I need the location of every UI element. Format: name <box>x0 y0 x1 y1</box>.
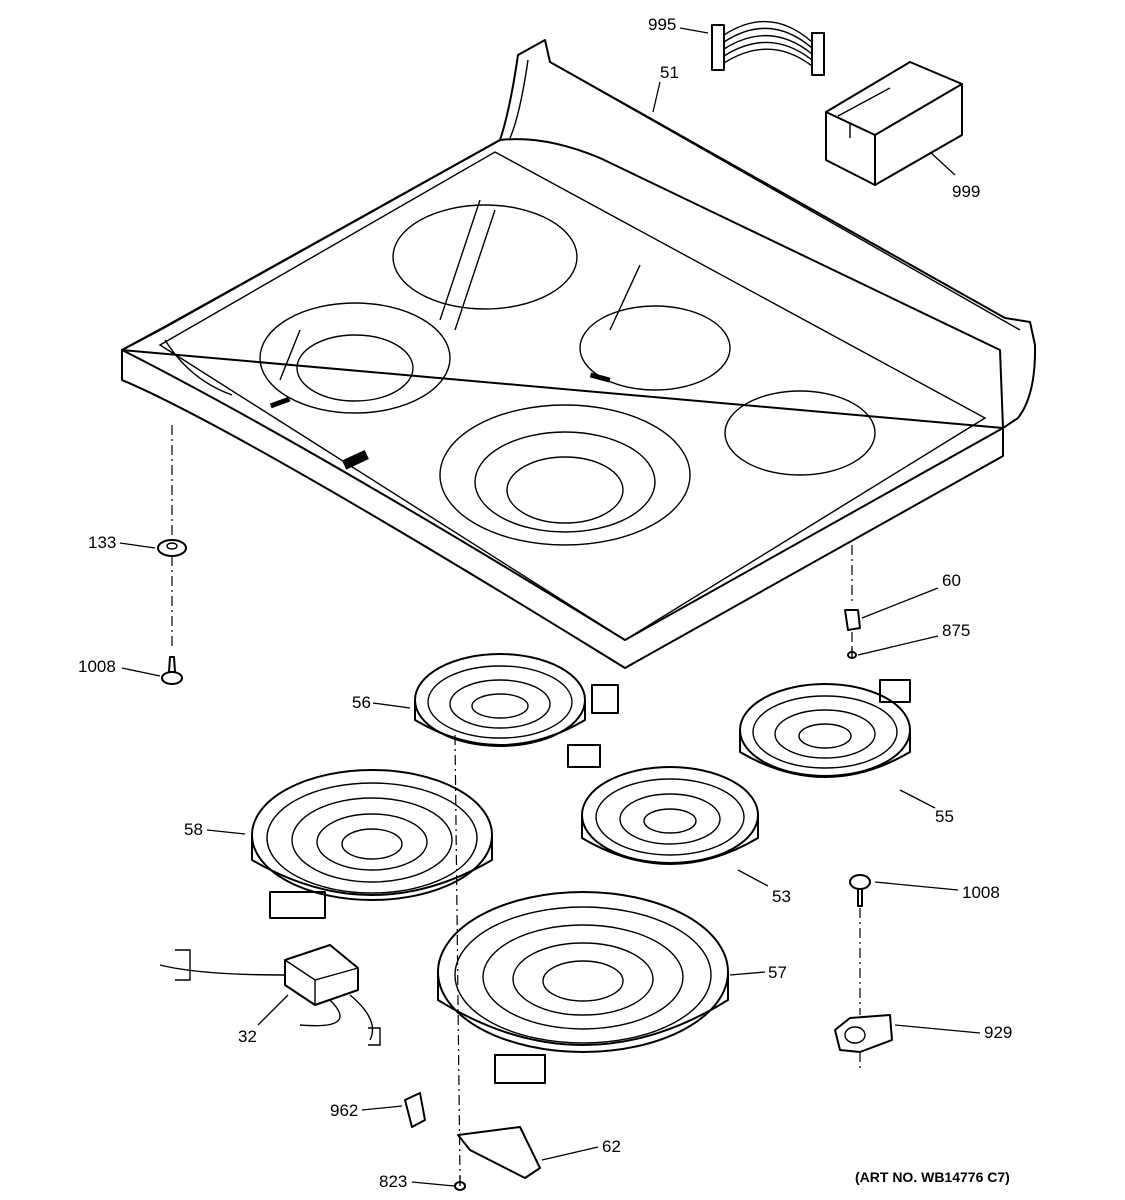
terminal-block-32 <box>159 944 381 1046</box>
screw-823 <box>454 1176 466 1191</box>
callout-875: 875 <box>942 621 970 640</box>
bracket-62 <box>457 1126 541 1179</box>
callout-823: 823 <box>379 1172 407 1191</box>
callout-32: 32 <box>238 1027 257 1046</box>
screw-875 <box>847 648 857 659</box>
callout-53: 53 <box>772 887 791 906</box>
surface-element-55 <box>739 679 911 778</box>
grommet-133 <box>157 539 187 557</box>
assembly-line-center <box>454 734 461 1179</box>
callout-56: 56 <box>352 693 371 712</box>
switch-929 <box>834 1014 893 1053</box>
wire-harness-995 <box>711 20 825 76</box>
callout-51: 51 <box>660 63 679 82</box>
cooktop-glass <box>121 39 1037 669</box>
callout-929: 929 <box>984 1023 1012 1042</box>
surface-element-56 <box>414 653 619 747</box>
callout-62: 62 <box>602 1137 621 1156</box>
callout-60: 60 <box>942 571 961 590</box>
callout-57: 57 <box>768 963 787 982</box>
literature-box-999 <box>825 61 963 186</box>
screw-1008-left <box>161 656 183 685</box>
callout-58: 58 <box>184 820 203 839</box>
screw-1008-right <box>849 874 871 907</box>
surface-element-53 <box>567 744 759 865</box>
callout-999: 999 <box>952 182 980 201</box>
callouts: 995 51 999 133 1008 60 875 56 55 58 53 1… <box>78 15 1012 1191</box>
callout-133: 133 <box>88 533 116 552</box>
art-number: (ART NO. WB14776 C7) <box>855 1169 1010 1185</box>
surface-element-57 <box>437 891 729 1084</box>
callout-995: 995 <box>648 15 676 34</box>
callout-55: 55 <box>935 807 954 826</box>
clip-60 <box>844 609 861 631</box>
clip-962 <box>404 1092 426 1128</box>
surface-element-58 <box>251 769 493 919</box>
callout-962: 962 <box>330 1101 358 1120</box>
callout-1008-right: 1008 <box>962 883 1000 902</box>
callout-1008-left: 1008 <box>78 657 116 676</box>
